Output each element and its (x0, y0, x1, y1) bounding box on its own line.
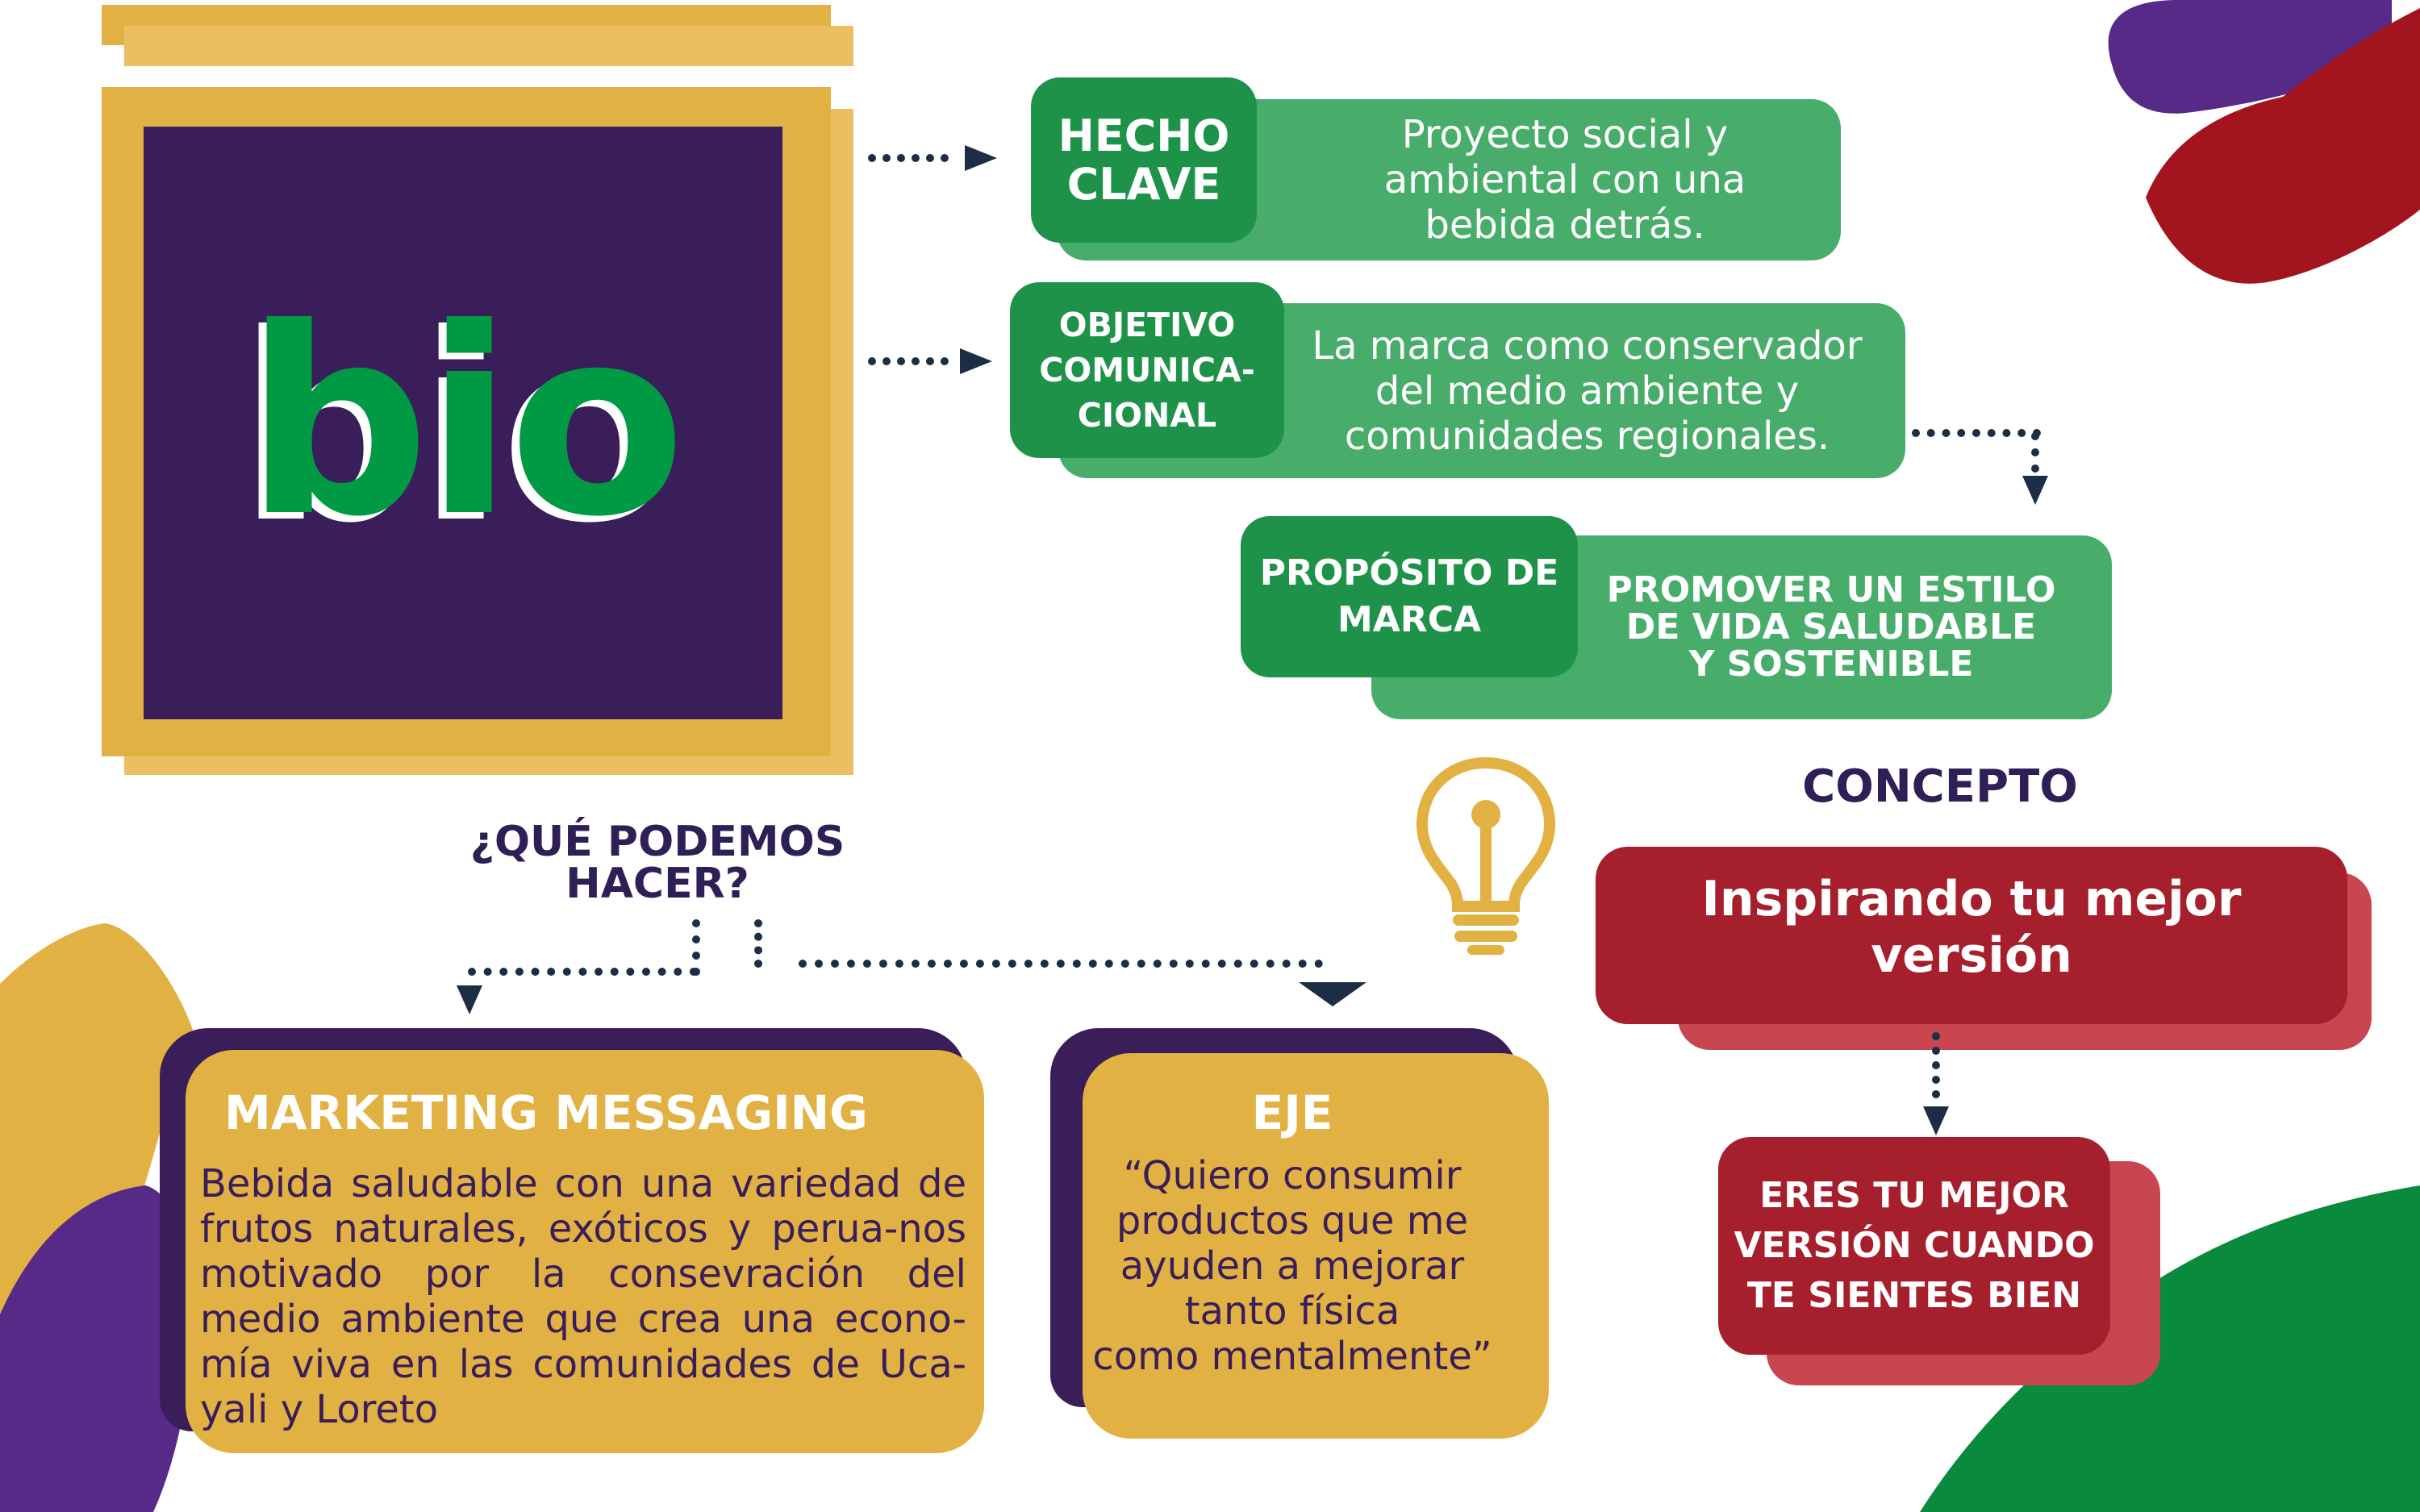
marketing-title: MARKETING MESSAGING (224, 1085, 868, 1140)
proposito-label: PROPÓSITO DE MARCA (1259, 552, 1559, 640)
branch-right-v (754, 919, 762, 968)
arrow-head-hecho (965, 145, 997, 171)
concepto-arrow-dots (1932, 1032, 1940, 1098)
concepto-main-box (1596, 847, 2347, 1024)
branch-left-v (692, 919, 700, 976)
arrow-dots-hecho (868, 154, 949, 162)
arrow-head-proposito (2022, 476, 2048, 505)
eje-title: EJE (1251, 1085, 1333, 1140)
eje-text: “Quiero consumir productos que me ayuden… (1092, 1153, 1492, 1379)
arrow-dots-objetivo (868, 357, 949, 365)
branch-right-h (799, 960, 1323, 968)
bio-logo: bio (244, 273, 686, 573)
que-podemos-title: ¿QUÉ PODEMOS HACER? (469, 818, 845, 908)
concepto-sub-box (1718, 1137, 2110, 1355)
marketing-card (186, 1050, 984, 1453)
leaf-green-bottom-right (1920, 1185, 2420, 1512)
concepto-title: CONCEPTO (1802, 760, 2078, 813)
eje-card (1083, 1053, 1549, 1439)
leaf-purple-top-right (2108, 0, 2392, 114)
arrow-dots-proposito-v (2031, 432, 2039, 473)
branch-left-h (468, 968, 698, 976)
objetivo-label: OBJETIVO COMUNICA- CIONAL (1039, 306, 1255, 435)
arrow-dots-proposito-h (1912, 429, 2041, 437)
marketing-text: Bebida saludable con una variedad de fru… (200, 1161, 966, 1432)
objetivo-text: La marca como conservador del medio ambi… (1312, 323, 1863, 459)
hecho-clave-label: HECHO CLAVE (1058, 110, 1230, 210)
concepto-arrow-head (1923, 1106, 1949, 1135)
proposito-tag (1241, 516, 1578, 677)
arrow-head-objetivo (960, 348, 992, 374)
lightbulb-icon (1416, 756, 1556, 955)
leaf-purple-left (0, 1185, 194, 1512)
leaf-red-top-right (2146, 8, 2420, 284)
concepto-sub-text: ERES TU MEJOR VERSIÓN CUANDO TE SIENTES … (1734, 1175, 2095, 1316)
leaf-red-top-right-2 (2210, 161, 2339, 274)
proposito-text: PROMOVER UN ESTILO DE VIDA SALUDABLE Y S… (1606, 569, 2056, 685)
logo-bar-top-shadow (124, 26, 853, 66)
logo-panel (144, 127, 782, 719)
objetivo-tag (1010, 282, 1284, 458)
hecho-clave-text: Proyecto social y ambiental con una bebi… (1383, 112, 1746, 248)
hecho-clave-tag (1031, 77, 1257, 243)
concepto-main-text: Inspirando tu mejor versión (1701, 871, 2242, 984)
branch-right-head (1299, 982, 1366, 1006)
branch-left-head (457, 985, 482, 1014)
